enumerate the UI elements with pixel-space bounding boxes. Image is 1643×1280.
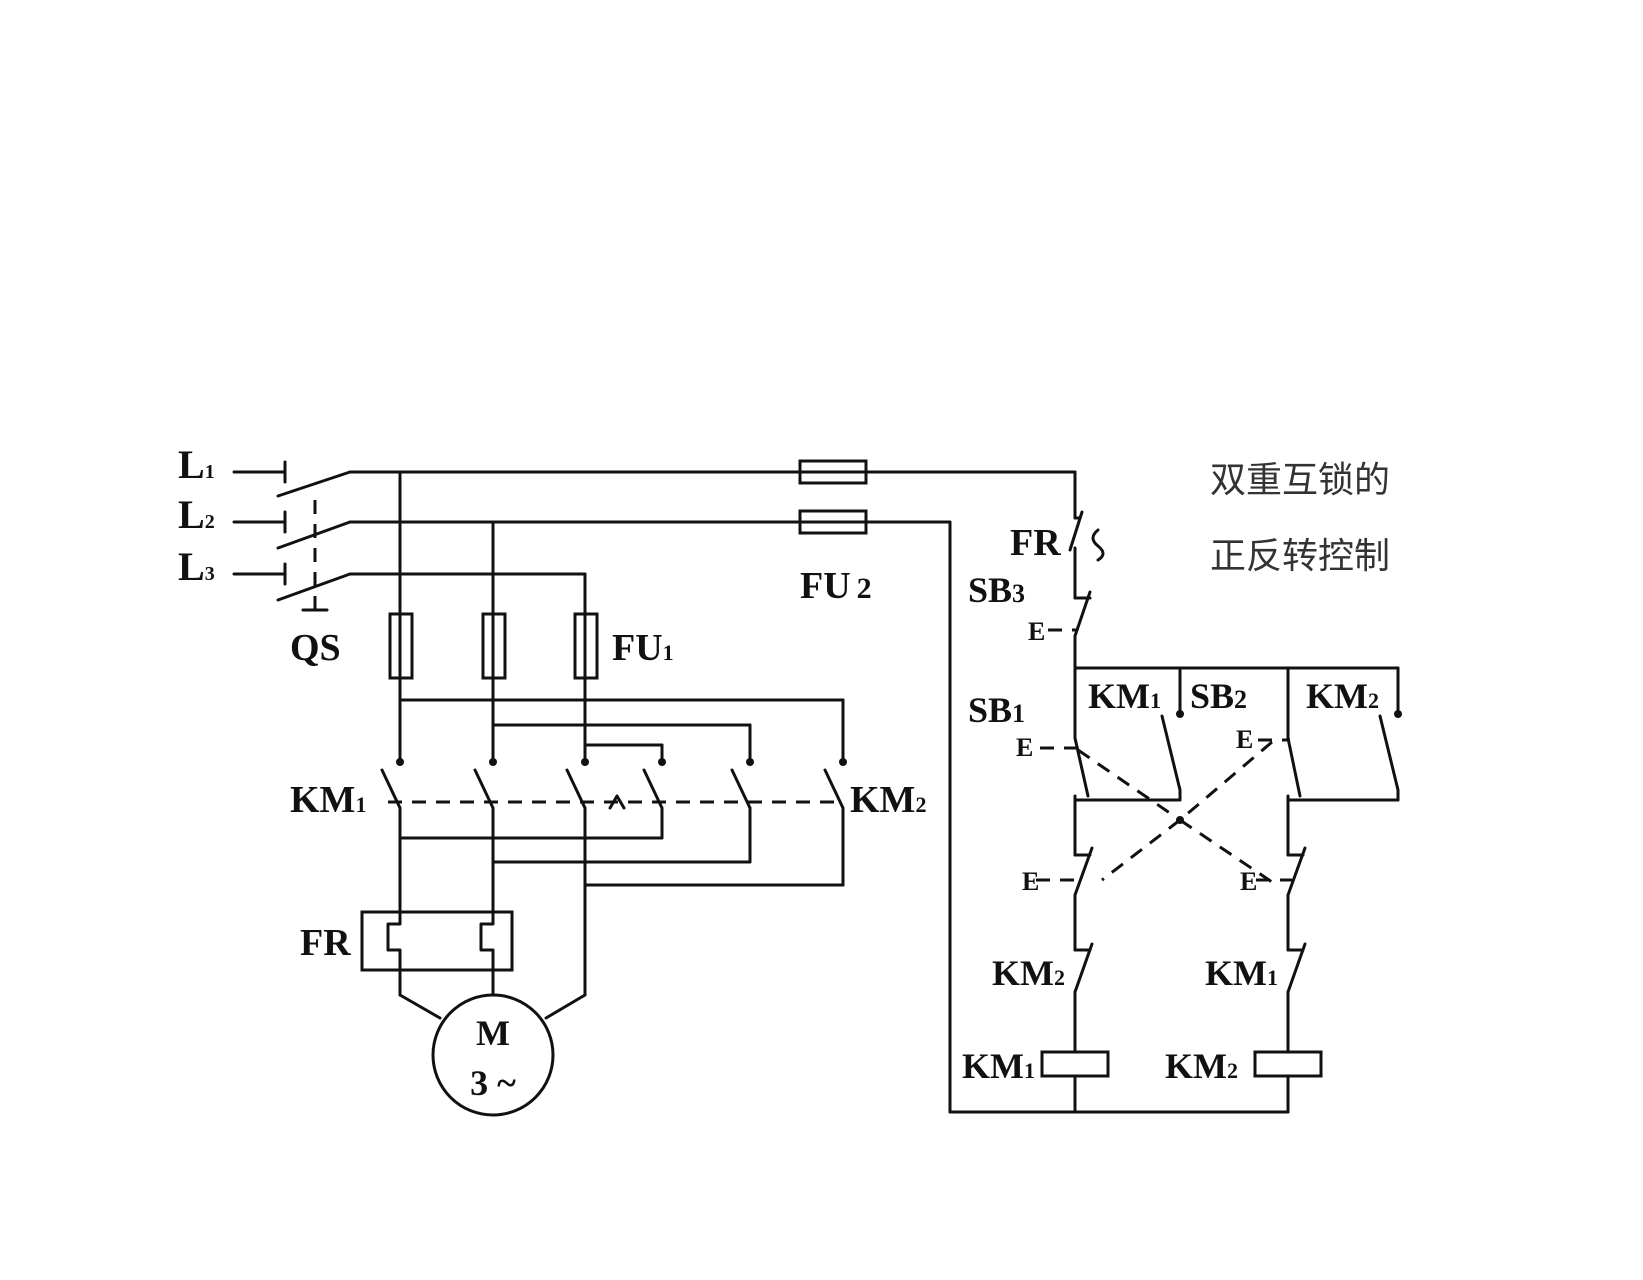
qs-knife-switch <box>232 460 352 612</box>
line-l3-label: L3 <box>178 544 215 589</box>
km2-interlock-contact <box>1073 942 1094 1054</box>
motor-letter: M <box>476 1013 510 1053</box>
km-main-contacts <box>380 768 845 820</box>
km2-hold-contact <box>1378 710 1402 802</box>
main-circuit: L1 L2 L3 QS <box>178 442 926 1117</box>
km1-interlock-label: KM1 <box>1205 953 1278 993</box>
caption-line-2: 正反转控制 <box>1210 536 1390 577</box>
sb1-nc-contact <box>1256 838 1307 952</box>
km2-coil <box>1253 1050 1323 1114</box>
sb3-button-mark: E <box>1028 617 1045 646</box>
line-l2-label: L2 <box>178 492 215 537</box>
fr-contact-label: FR <box>1010 522 1061 564</box>
km1-hold-label: KM1 <box>1088 676 1161 716</box>
km2-main-label: KM2 <box>850 779 926 821</box>
fr-nc-contact <box>1068 510 1105 600</box>
right-nc-button-mark: E <box>1240 867 1257 896</box>
km1-main-label: KM1 <box>290 779 366 821</box>
sb2-nc-contact <box>1036 838 1094 952</box>
motor: M 3 ~ <box>431 993 555 1117</box>
km2-coil-label: KM2 <box>1165 1046 1238 1086</box>
km1-coil-label: KM1 <box>962 1046 1035 1086</box>
fu2-fuses <box>798 459 868 535</box>
fu1-label: FU1 <box>612 627 674 669</box>
sb1-forward-button <box>1040 716 1090 842</box>
sb1-button-mark: E <box>1016 733 1033 762</box>
contact-dots <box>396 758 847 766</box>
sb3-label: SB3 <box>968 570 1025 610</box>
fr-thermal-relay <box>360 910 514 972</box>
km1-coil <box>1040 1050 1110 1114</box>
qs-label: QS <box>290 627 341 669</box>
caption-line-1: 双重互锁的 <box>1210 460 1390 501</box>
km2-interlock-label: KM2 <box>992 953 1065 993</box>
left-nc-button-mark: E <box>1022 867 1039 896</box>
motor-phases: 3 ~ <box>470 1063 516 1103</box>
line-l1-label: L1 <box>178 442 215 487</box>
sb2-reverse-button <box>1258 710 1302 842</box>
km2-hold-label: KM2 <box>1306 676 1379 716</box>
fu1-fuses <box>388 612 599 680</box>
sb2-button-mark: E <box>1236 725 1253 754</box>
sb2-label: SB2 <box>1190 676 1247 716</box>
sb1-label: SB1 <box>968 690 1025 730</box>
fr-main-label: FR <box>300 922 351 964</box>
km1-hold-contact <box>1160 710 1184 802</box>
km1-interlock-contact <box>1286 942 1307 1054</box>
sb3-stop-button <box>1048 590 1092 670</box>
button-mechanical-interlock <box>1077 740 1273 884</box>
